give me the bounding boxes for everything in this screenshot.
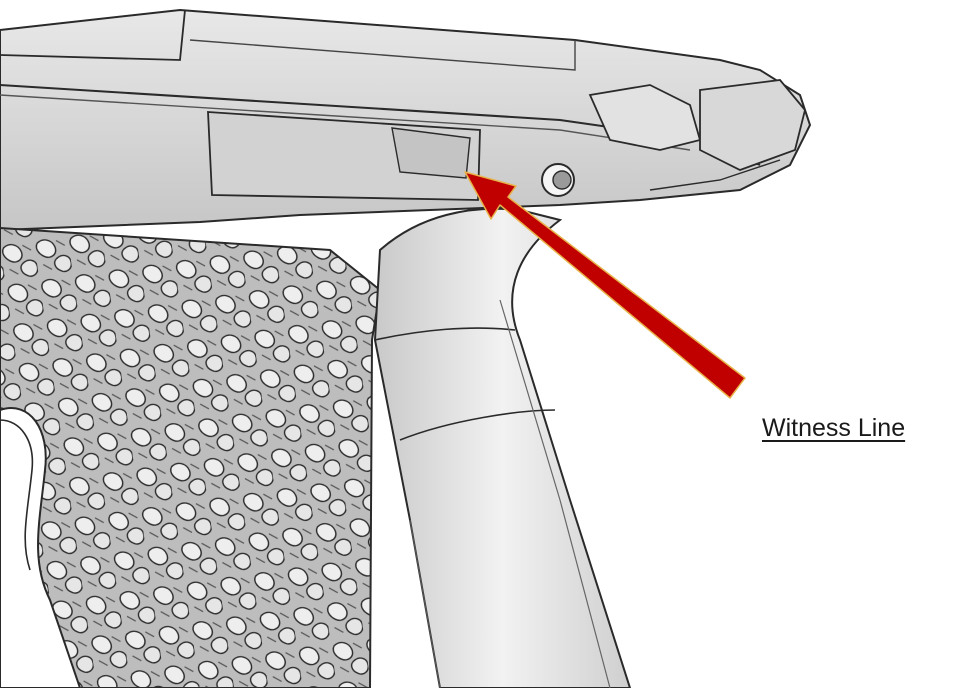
textured-grip <box>0 226 382 688</box>
backstrap <box>373 207 632 688</box>
red-arrow-icon <box>464 171 746 399</box>
callout-label: Witness Line <box>762 414 906 442</box>
frame-rail <box>0 8 812 232</box>
